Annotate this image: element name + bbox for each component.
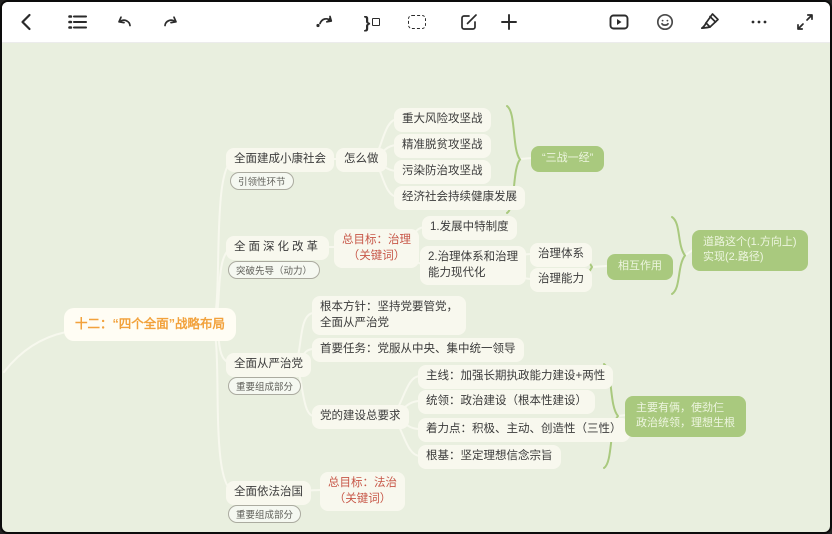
select-icon[interactable] xyxy=(403,10,431,34)
branch1-item-1[interactable]: 重大风险攻坚战 xyxy=(394,108,491,132)
more-icon[interactable] xyxy=(745,10,773,34)
branch1-node[interactable]: 全面建成小康社会 xyxy=(226,148,334,172)
edit-icon[interactable] xyxy=(455,10,483,34)
branch3-tag[interactable]: 重要组成部分 xyxy=(228,377,302,395)
branch1-how-node[interactable]: 怎么做 xyxy=(336,148,387,172)
toolbar: } xyxy=(2,2,830,43)
undo-icon[interactable] xyxy=(110,10,138,34)
branch1-tag[interactable]: 引领性环节 xyxy=(230,172,294,190)
branch2-summary-node[interactable]: 道路这个(1.方向上) 实现(2.路径) xyxy=(692,230,808,271)
branch4-node[interactable]: 全面依法治国 xyxy=(226,481,311,505)
branch3-node[interactable]: 全面从严治党 xyxy=(226,353,311,377)
relationship-icon[interactable] xyxy=(311,10,339,34)
summary-icon[interactable]: } xyxy=(358,10,386,34)
branch1-item-2[interactable]: 精准脱贫攻坚战 xyxy=(394,134,491,158)
branch3-child-2[interactable]: 首要任务：党服从中央、集中统一领导 xyxy=(312,338,524,362)
emoji-icon[interactable] xyxy=(651,10,679,34)
branch3-child-1[interactable]: 根本方针：坚持党要管党， 全面从严治党 xyxy=(312,296,466,336)
branch1-item-4[interactable]: 经济社会持续健康发展 xyxy=(394,186,525,210)
branch2-sub-2[interactable]: 治理能力 xyxy=(530,268,592,292)
branch2-item-2[interactable]: 2.治理体系和治理 能力现代化 xyxy=(420,246,527,286)
branch2-node[interactable]: 全面深化改革 xyxy=(226,236,329,260)
branch4-goal-node[interactable]: 总目标：法治 （关键词） xyxy=(320,472,405,512)
outline-list-icon[interactable] xyxy=(64,10,92,34)
redo-icon[interactable] xyxy=(157,10,185,34)
add-icon[interactable] xyxy=(495,10,523,34)
branch2-goal-node[interactable]: 总目标：治理 （关键词） xyxy=(334,229,419,269)
branch2-tag[interactable]: 突破先导（动力） xyxy=(228,261,321,279)
branch3-req-4[interactable]: 根基：坚定理想信念宗旨 xyxy=(418,445,561,469)
branch3-child-3[interactable]: 党的建设总要求 xyxy=(312,405,409,429)
branch2-item-1[interactable]: 1.发展中特制度 xyxy=(422,216,517,240)
branch1-item-3[interactable]: 污染防治攻坚战 xyxy=(394,160,491,184)
present-icon[interactable] xyxy=(605,10,633,34)
branch4-tag[interactable]: 重要组成部分 xyxy=(228,505,302,523)
branch2-summary-small-node[interactable]: 相互作用 xyxy=(607,254,673,280)
branch2-sub-1[interactable]: 治理体系 xyxy=(530,243,592,267)
root-node[interactable]: 十二：“四个全面”战略布局 xyxy=(64,308,237,341)
branch3-req-1[interactable]: 主线：加强长期执政能力建设+两性 xyxy=(418,365,614,389)
branch1-summary-node[interactable]: “三战一经” xyxy=(531,146,605,172)
back-icon[interactable] xyxy=(13,10,41,34)
style-brush-icon[interactable] xyxy=(696,10,724,34)
fullscreen-icon[interactable] xyxy=(791,10,819,34)
branch3-req-2[interactable]: 统领：政治建设（根本性建设） xyxy=(418,390,595,414)
branch3-summary-node[interactable]: 主要有俩，使劲仨 政治统领，理想生根 xyxy=(625,396,746,437)
mindmap-canvas[interactable]: 十二：“四个全面”战略布局 全面建成小康社会 引领性环节 怎么做 重大风险攻坚战… xyxy=(2,43,830,532)
branch3-req-3[interactable]: 着力点：积极、主动、创造性（三性） xyxy=(418,418,630,442)
